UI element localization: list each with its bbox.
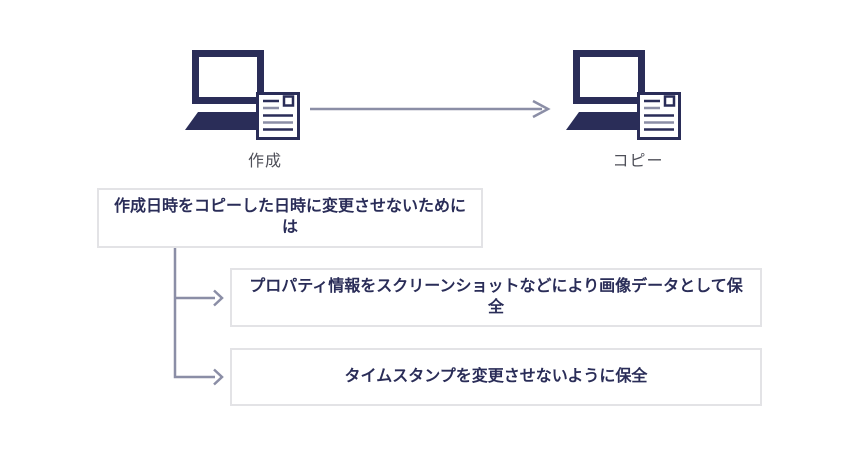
answer-box-timestamp: タイムスタンプを変更させないように保全 — [230, 348, 762, 406]
target-node-label: コピー — [612, 153, 664, 170]
question-box-text: 作成日時をコピーした日時に変更させないためには — [113, 198, 466, 236]
question-box: 作成日時をコピーした日時に変更させないためには — [97, 188, 483, 248]
laptop-with-document-icon-source — [184, 48, 300, 140]
answer-box-2-text: タイムスタンプを変更させないように保全 — [344, 367, 648, 385]
branch-connector-arrows — [173, 248, 224, 386]
answer-box-property-info: プロパティ情報をスクリーンショットなどにより画像データとして保全 — [230, 268, 762, 327]
right-arrow-icon — [310, 99, 551, 119]
source-node-label: 作成 — [247, 153, 282, 170]
laptop-with-document-icon-target — [565, 48, 681, 140]
answer-box-1-text: プロパティ情報をスクリーンショットなどにより画像データとして保全 — [249, 277, 743, 316]
